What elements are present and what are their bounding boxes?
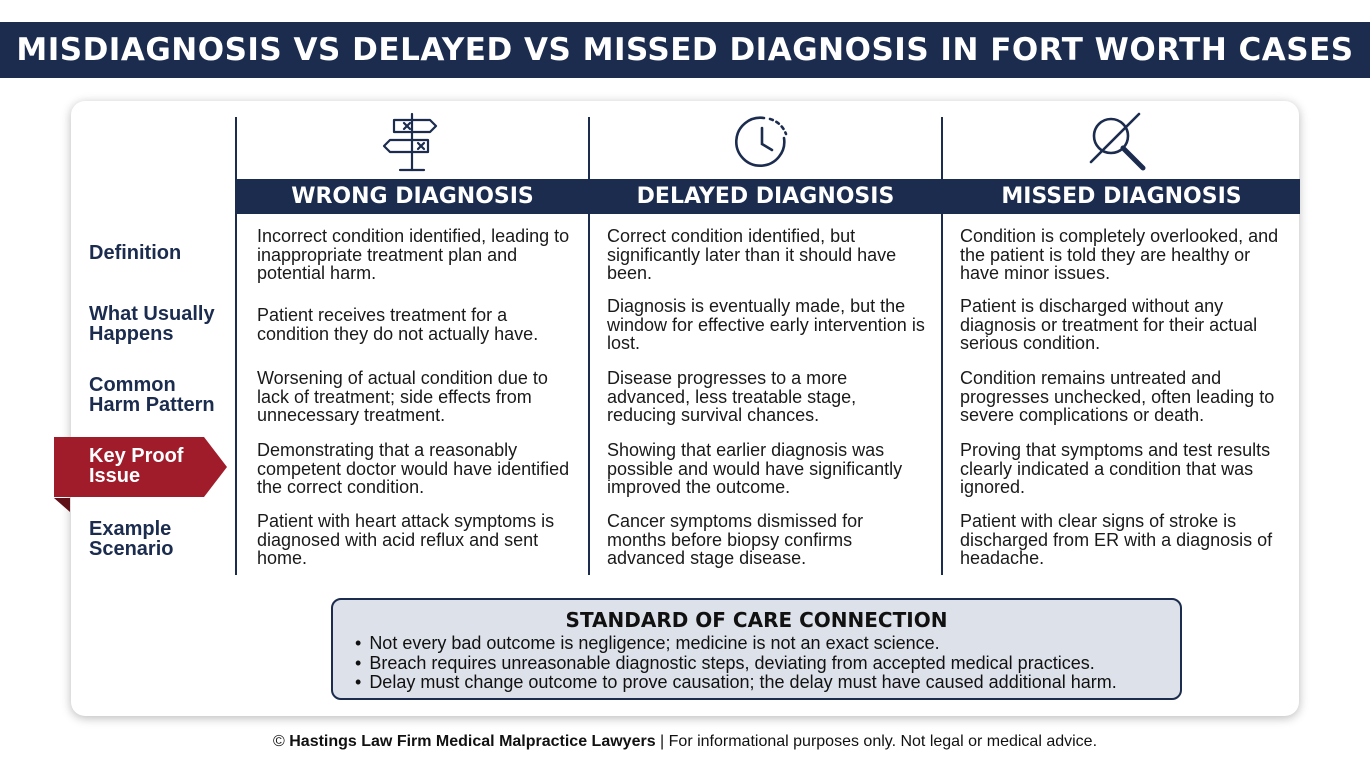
row-label-definition: Definition [89,242,182,264]
copyright-symbol: © [272,733,285,750]
column-divider [941,117,943,575]
row-label-what-happens: What Usually Happens [89,303,215,345]
cell-wrong-what-happens: Patient receives treatment for a conditi… [257,305,539,344]
row-label-key-proof: Key Proof Issue [54,437,227,497]
cell-delayed-harm: Disease progresses to a more advanced, l… [607,368,857,425]
column-title: DELAYED DIAGNOSIS [636,184,895,209]
standard-of-care-callout: STANDARD OF CARE CONNECTION Not every ba… [331,598,1182,700]
column-title: WRONG DIAGNOSIS [291,184,534,209]
cell-missed-what-happens: Patient is discharged without any diagno… [960,296,1258,353]
title-banner: MISDIAGNOSIS VS DELAYED VS MISSED DIAGNO… [0,22,1370,78]
cell-delayed-example: Cancer symptoms dismissed for months bef… [607,511,864,568]
cell-wrong-harm: Worsening of actual condition due to lac… [257,368,548,425]
row-label-harm-pattern: Common Harm Pattern [89,374,215,416]
callout-item: Delay must change outcome to prove causa… [355,672,1180,693]
cell-missed-proof: Proving that symptoms and test results c… [960,440,1271,497]
crossed-magnifier-icon [1089,112,1146,171]
ribbon-fold [54,498,70,512]
cell-missed-harm: Condition remains untreated and progress… [960,368,1275,425]
callout-title: STANDARD OF CARE CONNECTION [565,608,948,632]
cell-delayed-what-happens: Diagnosis is eventually made, but the wi… [607,296,925,353]
footer-separator: | [660,733,665,750]
column-title: MISSED DIAGNOSIS [1001,184,1242,209]
callout-item: Breach requires unreasonable diagnostic … [355,653,1180,674]
callout-item: Not every bad outcome is negligence; med… [355,633,1180,654]
column-divider [235,117,237,575]
firm-name: Hastings Law Firm Medical Malpractice La… [289,733,656,750]
column-header-wrong: WRONG DIAGNOSIS [237,179,588,214]
row-label-example: Example Scenario [89,518,174,560]
cell-wrong-proof: Demonstrating that a reasonably competen… [257,440,570,497]
cell-delayed-proof: Showing that earlier diagnosis was possi… [607,440,903,497]
disclaimer: For informational purposes only. Not leg… [668,733,1098,750]
page-title: MISDIAGNOSIS VS DELAYED VS MISSED DIAGNO… [16,32,1354,68]
cell-wrong-definition: Incorrect condition identified, leading … [257,226,570,283]
signpost-icon [382,112,438,172]
cell-missed-definition: Condition is completely overlooked, and … [960,226,1279,283]
callout-list: Not every bad outcome is negligence; med… [355,633,1180,693]
cell-missed-example: Patient with clear signs of stroke is di… [960,511,1273,568]
cell-delayed-definition: Correct condition identified, but signif… [607,226,897,283]
column-header-missed: MISSED DIAGNOSIS [943,179,1300,214]
clock-icon [735,116,788,167]
column-divider [588,117,590,575]
cell-wrong-example: Patient with heart attack symptoms is di… [257,511,555,568]
column-header-delayed: DELAYED DIAGNOSIS [590,179,941,214]
footer: © Hastings Law Firm Medical Malpractice … [0,733,1370,751]
